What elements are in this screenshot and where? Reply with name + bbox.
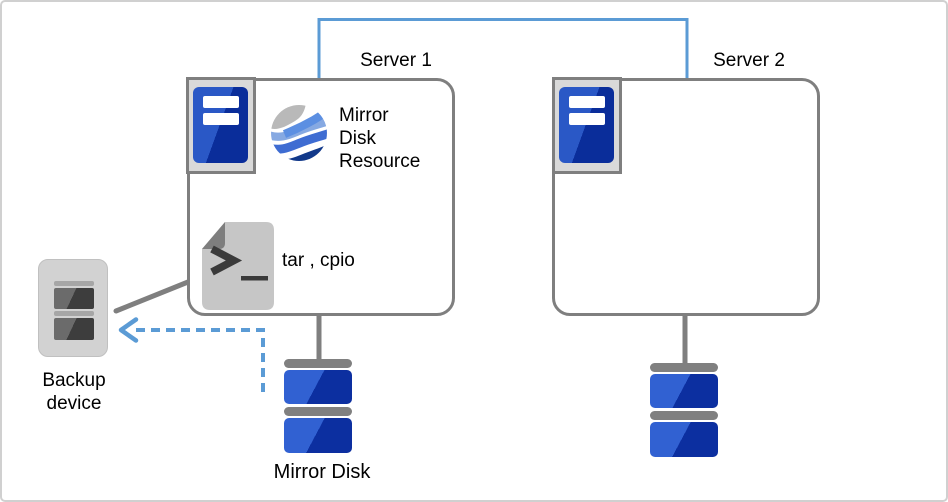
mirror-disk-label: Mirror Disk [273, 461, 371, 483]
server1-title: Server 1 [360, 50, 432, 71]
disk-platter [650, 422, 718, 457]
server-icon [186, 77, 256, 174]
server-tower-icon [559, 87, 614, 163]
backup-slot-bar [54, 311, 94, 316]
disk-cap [284, 407, 352, 416]
server-tower-icon [193, 87, 248, 163]
server-slot-bar [569, 96, 605, 108]
shell-script-file-icon [202, 222, 274, 310]
dashed-arrow-left-icon [118, 317, 139, 343]
backup-slot [54, 318, 94, 340]
disk-platter [284, 370, 352, 404]
tape-drive-icon [38, 259, 108, 357]
disk-platter [284, 418, 352, 453]
disk-platter [650, 374, 718, 408]
backup-device-label: Backup device [42, 370, 106, 414]
server2-box [552, 78, 820, 316]
server-slot-bar [569, 113, 605, 125]
backup-slot-bar [54, 281, 94, 286]
server-slot-bar [203, 113, 239, 125]
backup-flow-dashed-line [131, 328, 265, 392]
mirror-disk-resource-label: Mirror Disk Resource [339, 105, 421, 172]
disk-cap [650, 411, 718, 420]
server2-title: Server 2 [713, 50, 785, 71]
disk-cap [650, 363, 718, 372]
backup-slot [54, 288, 94, 309]
server1-backup-link-line [113, 279, 191, 314]
server-slot-bar [203, 96, 239, 108]
backup-commands-label: tar , cpio [282, 250, 355, 271]
disk-cap [284, 359, 352, 368]
mirror-disk-resource-globe-icon [271, 105, 327, 161]
disk-stack-icon [650, 363, 718, 457]
server-icon [552, 77, 622, 174]
disk-stack-icon [284, 359, 352, 453]
